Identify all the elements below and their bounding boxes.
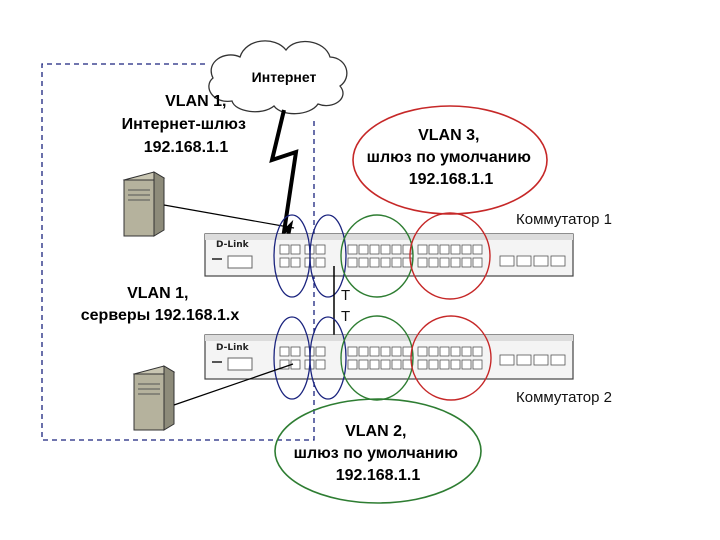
- vlan1-gateway-line-3: 192.168.1.1: [144, 139, 229, 156]
- server-2: [132, 365, 176, 431]
- switch-2-brand: D-Link: [216, 343, 250, 353]
- vlan3-label: VLAN 3, шлюз по умолчанию 192.168.1.1: [367, 127, 536, 188]
- internet-cloud: Интернет: [208, 40, 348, 115]
- switch-1-vlan3-ellipse: [409, 212, 491, 300]
- trunk-mark-1: T: [341, 287, 350, 304]
- vlan1-servers-line-2: серверы 192.168.1.x: [81, 307, 240, 324]
- vlan2-line-3: 192.168.1.1: [336, 467, 421, 484]
- vlan1-gateway-label: VLAN 1, Интернет-шлюз 192.168.1.1: [122, 93, 251, 156]
- vlan1-servers-line-1: VLAN 1,: [127, 285, 188, 302]
- internet-lightning-link: [269, 109, 299, 238]
- server-1-cable: [163, 204, 295, 229]
- switch-2-vlan2-ellipse: [340, 315, 414, 401]
- switch-2-label: Коммутатор 2: [516, 389, 612, 406]
- switch-2-vlan3-ellipse: [410, 315, 492, 401]
- vlan3-line-2: шлюз по умолчанию: [367, 149, 532, 166]
- vlan2-ellipse: [274, 398, 482, 504]
- vlan3-line-3: 192.168.1.1: [409, 171, 494, 188]
- vlan1-gateway-line-2: Интернет-шлюз: [122, 116, 246, 133]
- vlan2-line-1: VLAN 2,: [345, 423, 406, 440]
- server-1: [122, 171, 166, 237]
- vlan2-line-2: шлюз по умолчанию: [294, 445, 459, 462]
- switch-1-vlan2-ellipse: [340, 214, 414, 298]
- vlan2-label: VLAN 2, шлюз по умолчанию 192.168.1.1: [294, 423, 463, 484]
- switch-2-vlan1-ellipse-b: [309, 316, 347, 400]
- switch-1-brand: D-Link: [216, 240, 250, 250]
- server-2-cable: [173, 363, 294, 406]
- vlan1-gateway-line-1: VLAN 1,: [165, 93, 226, 110]
- vlan3-ellipse: [352, 105, 548, 215]
- vlan3-line-1: VLAN 3,: [418, 127, 479, 144]
- switch-2: D-Link: [204, 334, 574, 380]
- vlan1-servers-label: VLAN 1, серверы 192.168.1.x: [81, 285, 240, 324]
- switch-1: D-Link: [204, 233, 574, 277]
- switch-1-vlan1-ellipse-b: [309, 214, 347, 298]
- internet-label: Интернет: [252, 69, 317, 85]
- switch-1-label: Коммутатор 1: [516, 211, 612, 228]
- trunk-mark-2: T: [341, 308, 350, 325]
